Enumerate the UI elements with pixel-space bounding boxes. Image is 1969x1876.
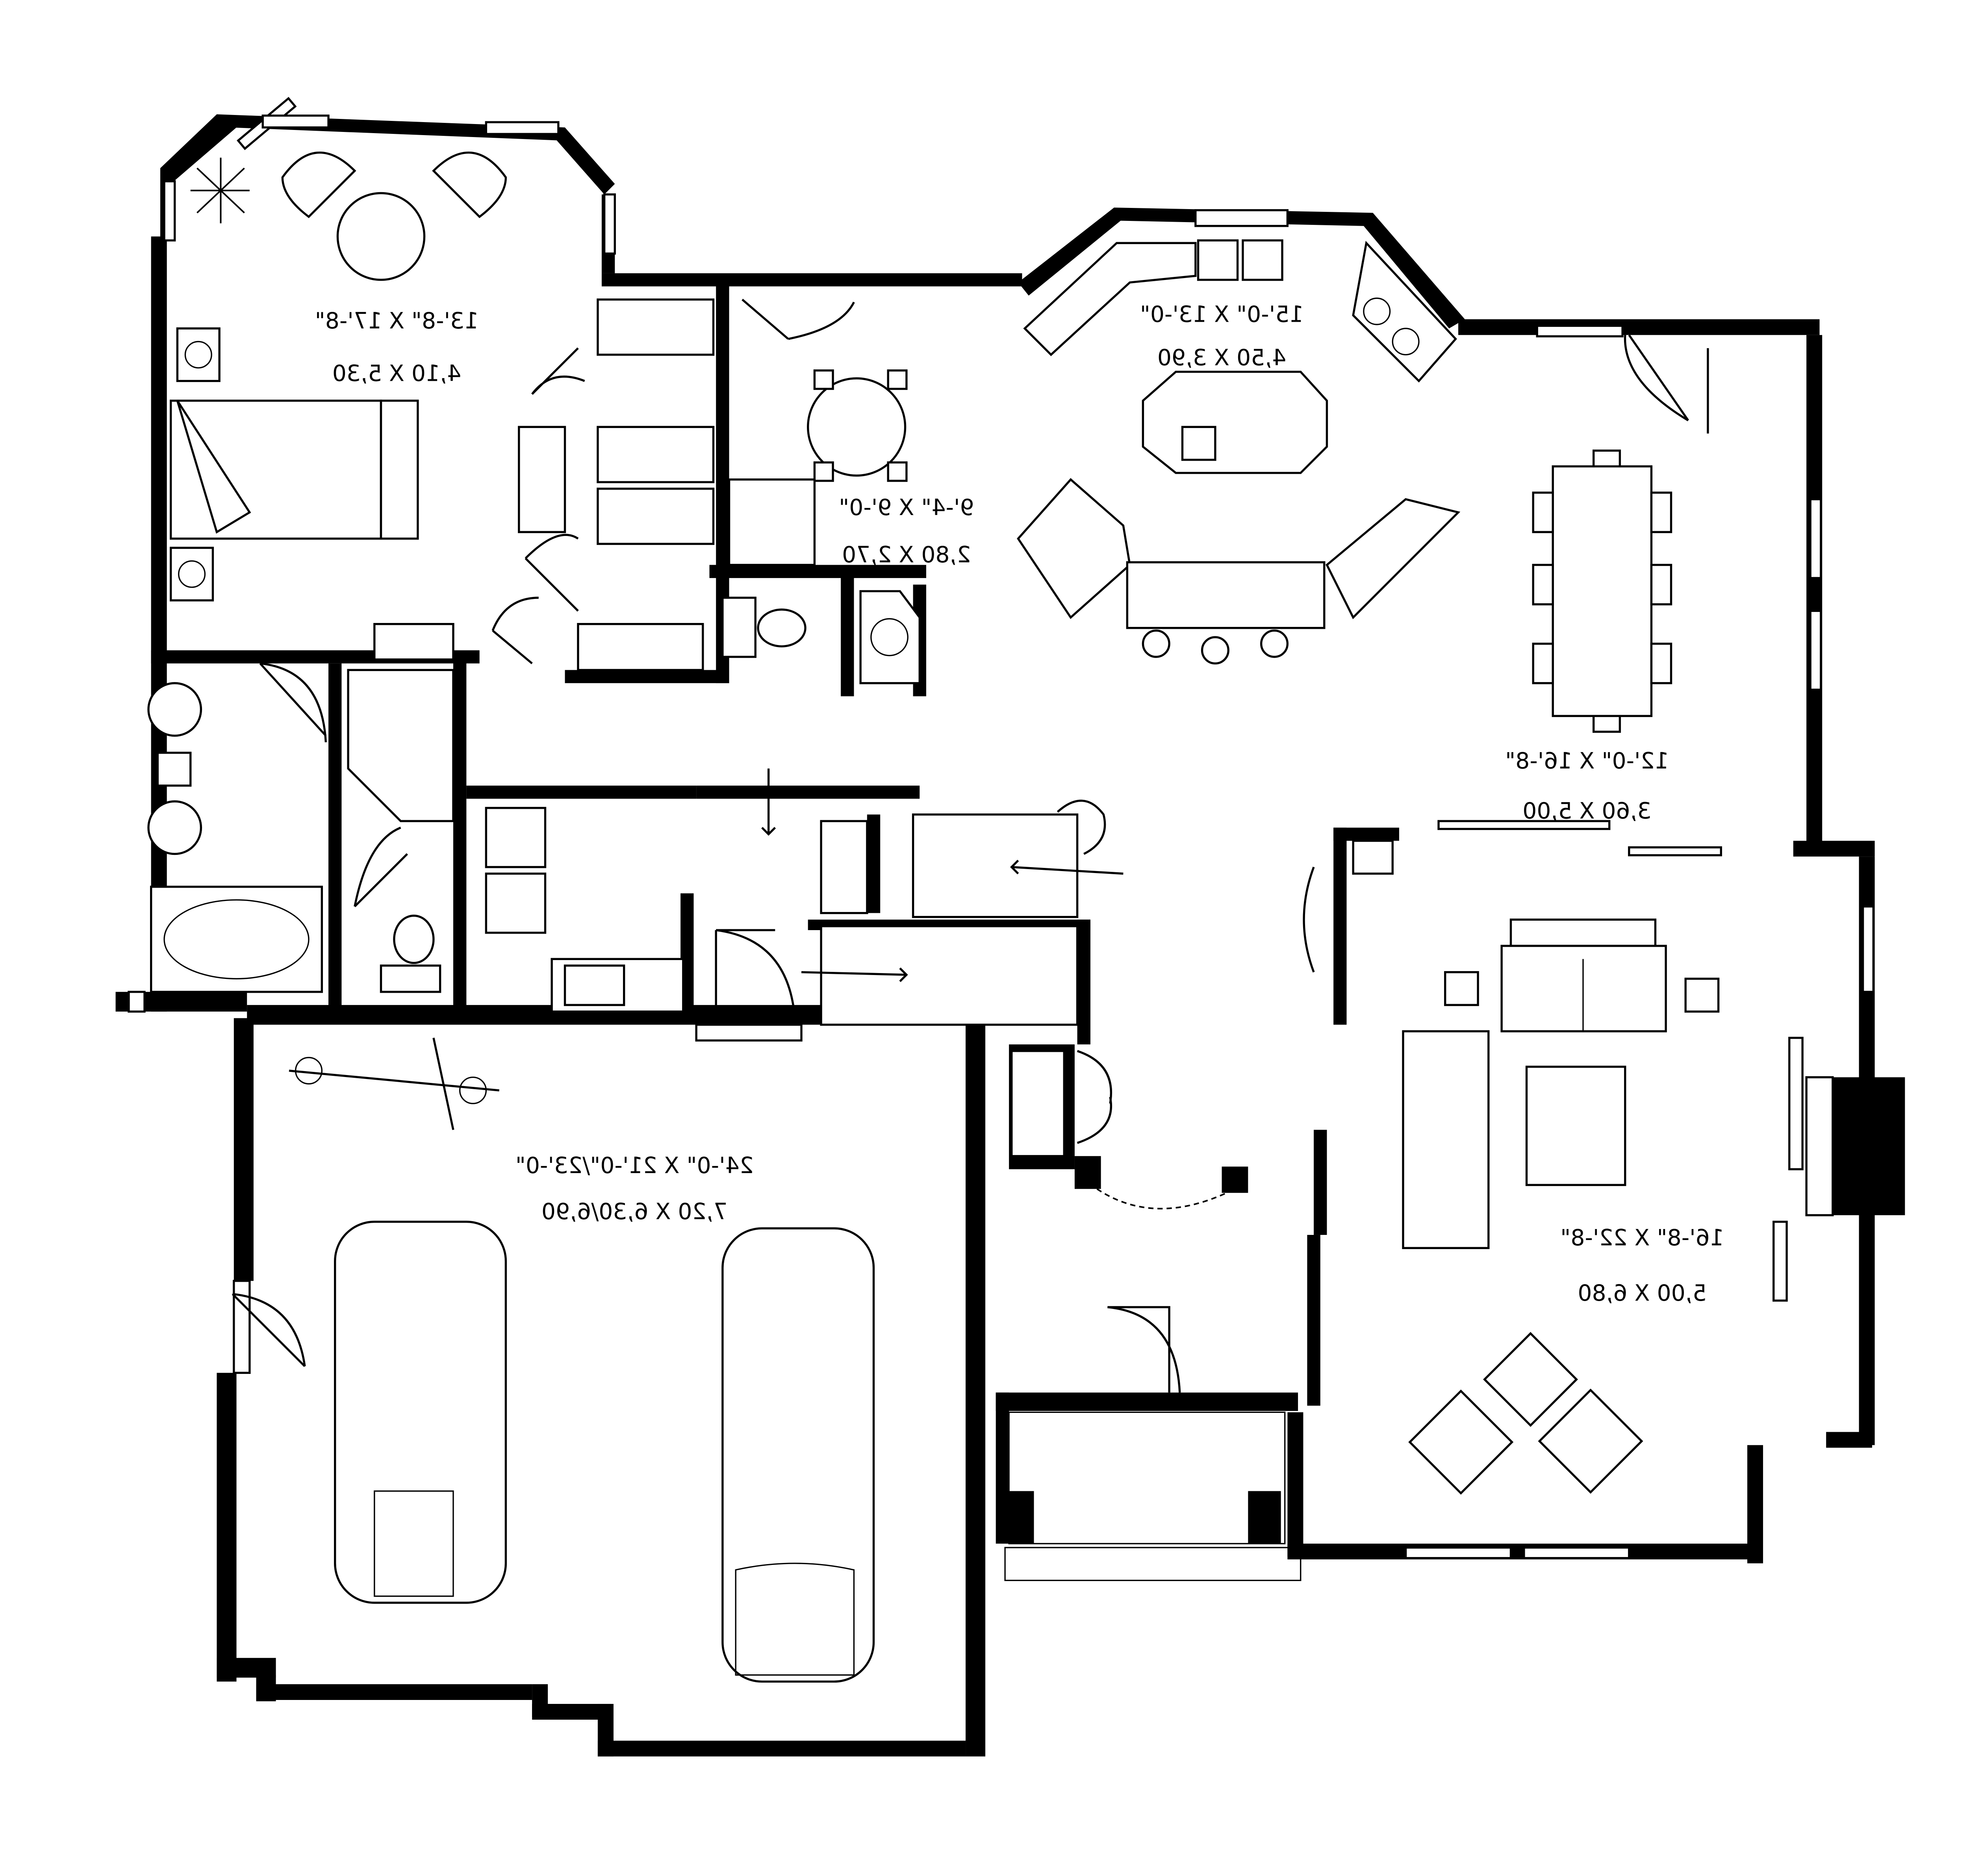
laundry [485, 807, 684, 1013]
nook-dim-imperial: 9'-4" X 9'-0" [839, 495, 974, 521]
living-dim-imperial: 16'-8" X 22'-8" [1560, 1225, 1724, 1251]
bedroom-furniture [170, 151, 566, 661]
nook-dim-metric: 2,80 X 2,70 [842, 542, 971, 568]
living-dim-metric: 5,00 X 6,80 [1578, 1280, 1706, 1306]
doors [232, 298, 1709, 1393]
porch [1004, 1411, 1302, 1581]
dining-dim-metric: 3,60 X 5,00 [1522, 798, 1651, 824]
dining-dim-imperial: 12'-0" X 16'-8" [1505, 748, 1669, 774]
kitchen-furniture [728, 239, 1461, 665]
master-bedroom-dim-metric: 4,10 X 5,30 [332, 360, 461, 386]
stairs [761, 768, 1124, 1026]
room-labels: 13'-8" X 17'-8" 4,10 X 5,30 15'-0" X 13'… [315, 301, 1724, 1306]
kitchen-dim-imperial: 15'-0" X 13'-0" [1140, 301, 1304, 327]
master-bath [147, 669, 454, 993]
closets [577, 298, 1065, 1157]
garage-dim-imperial: 24'-0" X 21'-0"/23'-0" [515, 1153, 754, 1179]
dining-furniture [1532, 449, 1672, 733]
windows [128, 97, 1874, 1559]
powder-room [721, 590, 921, 684]
plant-icon [190, 158, 250, 224]
master-bedroom-dim-imperial: 13'-8" X 17'-8" [315, 308, 479, 334]
living-furniture [1352, 840, 1834, 1495]
garage-dim-metric: 7,20 X 6,30/6,90 [541, 1199, 728, 1225]
kitchen-dim-metric: 4,50 X 3,90 [1157, 345, 1286, 371]
garage-cars [289, 1037, 875, 1683]
